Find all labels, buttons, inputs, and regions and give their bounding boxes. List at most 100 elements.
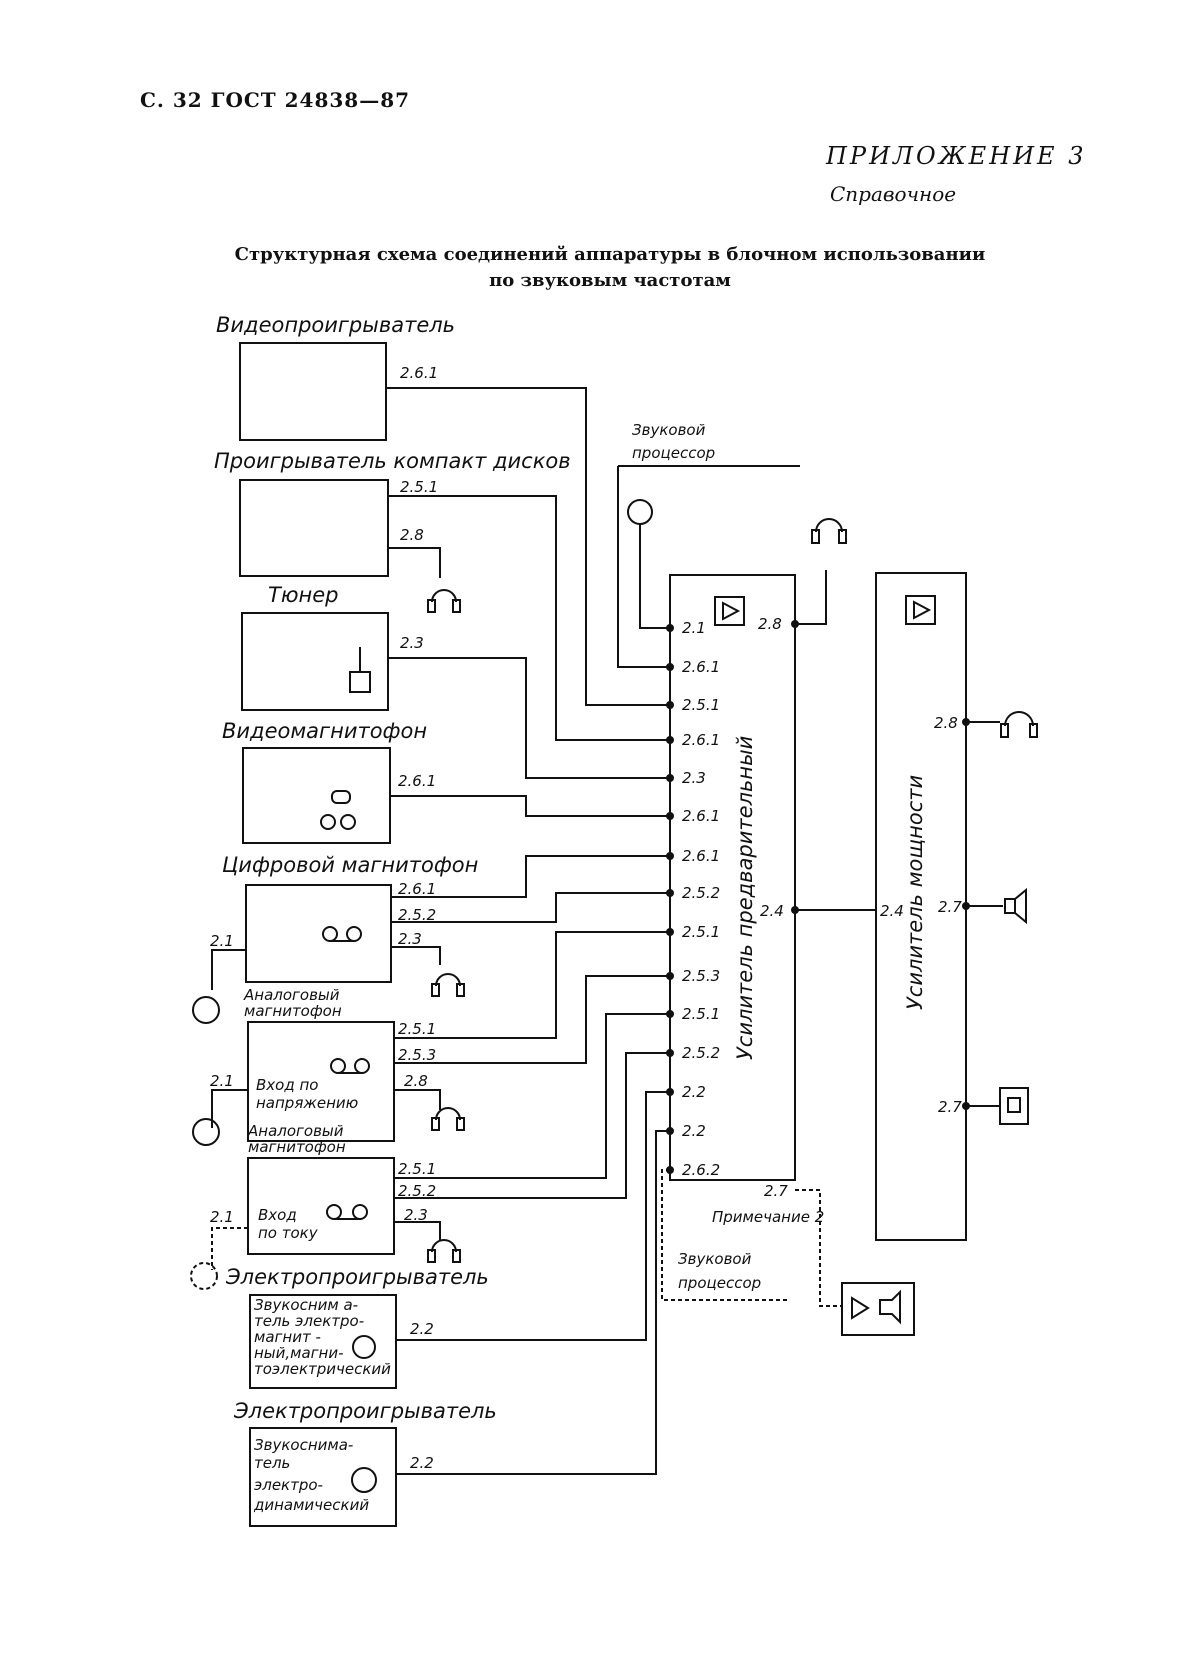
wire-processor-top	[617, 466, 670, 668]
label-current-input-line2: по току	[258, 1224, 319, 1242]
label-cd-player: Проигрыватель компакт дисков	[214, 449, 571, 473]
wire-analog2-1	[394, 1013, 670, 1179]
analog-1-cassette-icon	[330, 1058, 370, 1074]
microphone-icon-digital	[192, 996, 220, 1024]
power-out-phones: 2.8	[934, 714, 958, 732]
power-in: 2.4	[880, 902, 904, 920]
label-preamp: Усилитель предварительный	[733, 736, 757, 1060]
appendix-title: ПРИЛОЖЕНИЕ 3	[826, 142, 1087, 170]
label-analog-recorder-2-line1: Аналоговый	[247, 1122, 344, 1140]
wire-analog2-2	[394, 1052, 670, 1199]
preamp-in-9: 2.5.1	[682, 923, 720, 941]
out-video-player: 2.6.1	[400, 364, 438, 382]
appendix-subtitle: Справочное	[830, 182, 957, 206]
out-pickup2: 2.2	[410, 1454, 434, 1472]
label-pickup-magnetic-1: Звукосним а-	[254, 1296, 358, 1314]
out-digital-2: 2.5.2	[398, 906, 436, 924]
wire-analog1-mic	[211, 1089, 248, 1128]
pickup-magnetic-box	[249, 1294, 397, 1389]
vcr-cassette-icon	[320, 790, 356, 830]
preamp-in-12: 2.5.2	[682, 1044, 720, 1062]
speaker-box-icon	[999, 1087, 1029, 1125]
out-digital-1: 2.6.1	[398, 880, 436, 898]
out-analog2-3: 2.3	[404, 1206, 428, 1224]
out-cd-phones: 2.8	[400, 526, 424, 544]
wire-preamp-phones	[795, 570, 827, 625]
label-tuner: Тюнер	[268, 583, 339, 607]
wire-digital-mic	[211, 949, 246, 990]
analog-recorder-2-box	[247, 1157, 395, 1255]
preamp-in-8: 2.5.2	[682, 884, 720, 902]
wire-digital-2	[391, 892, 670, 923]
preamp-amp-icon	[714, 596, 745, 626]
wire-cd-player	[388, 495, 670, 741]
preamp-in-5: 2.3	[682, 769, 706, 787]
headphones-icon-analog2	[427, 1239, 461, 1263]
preamp-in-2: 2.6.1	[682, 658, 720, 676]
wire-analog1-phones	[394, 1089, 441, 1110]
out-pickup1: 2.2	[410, 1320, 434, 1338]
out-analog1-3: 2.8	[404, 1072, 428, 1090]
speaker-icon	[1004, 887, 1027, 925]
pickup-dynamic-icon	[351, 1467, 377, 1493]
label-pickup-dynamic-3: электро-	[254, 1476, 323, 1494]
preamp-in-4: 2.6.1	[682, 731, 720, 749]
out-analog1-1: 2.5.1	[398, 1020, 436, 1038]
label-processor-top-2: процессор	[632, 444, 715, 462]
recorder-aux-icon	[841, 1282, 915, 1336]
preamp-in-3: 2.5.1	[682, 696, 720, 714]
cd-player-box	[239, 479, 389, 577]
label-pickup-dynamic-4: динамический	[253, 1496, 369, 1514]
pickup-magnetic-icon	[352, 1335, 376, 1359]
headphones-icon-digital	[431, 973, 465, 997]
label-pickup-magnetic-4: ный,магни-	[254, 1344, 344, 1362]
video-player-box	[239, 342, 387, 441]
label-vcr: Видеомагнитофон	[222, 719, 427, 743]
label-processor-bottom-1: Звуковой	[678, 1250, 752, 1268]
out-analog1-2: 2.5.3	[398, 1046, 436, 1064]
wire-digital-phones	[391, 946, 441, 965]
wire-video-player	[386, 387, 670, 706]
label-pickup-magnetic-3: магнит -	[254, 1328, 321, 1346]
preamp-in-14: 2.2	[682, 1122, 706, 1140]
headphones-icon-preamp	[811, 518, 847, 544]
out-cd-audio: 2.5.1	[400, 478, 438, 496]
headphones-icon-power	[1000, 711, 1038, 738]
page-header: С. 32 ГОСТ 24838—87	[140, 88, 411, 112]
pickup-dynamic-box	[249, 1427, 397, 1527]
out-analog2-2: 2.5.2	[398, 1182, 436, 1200]
antenna-icon	[349, 647, 371, 693]
preamp-in-11: 2.5.1	[682, 1005, 720, 1023]
wire-analog1-1	[394, 931, 670, 1039]
microphone-icon-analog2	[190, 1262, 218, 1290]
wire-analog2-mic	[211, 1227, 248, 1270]
power-out-speaker: 2.7	[938, 898, 962, 916]
analog-recorder-1-box	[247, 1021, 395, 1142]
microphone-icon-analog1	[192, 1118, 220, 1146]
out-analog1-mic: 2.1	[210, 1072, 234, 1090]
wire-digital-1	[391, 855, 670, 898]
preamp-in-6: 2.6.1	[682, 807, 720, 825]
diagram-title-line1: Структурная схема соединений аппаратуры …	[234, 244, 986, 265]
label-current-input-line1: Вход	[258, 1206, 297, 1224]
label-voltage-input-line1: Вход по	[256, 1076, 318, 1094]
label-turntable-1: Электропроигрыватель	[225, 1265, 489, 1289]
label-processor-bottom-2: процессор	[678, 1274, 761, 1292]
preamp-in-15: 2.6.2	[682, 1161, 720, 1179]
label-pickup-dynamic-1: Звукоснима-	[254, 1436, 353, 1454]
out-analog2-mic: 2.1	[210, 1208, 234, 1226]
wire-processor-mic	[639, 524, 670, 629]
preamp-in-10: 2.5.3	[682, 967, 720, 985]
label-power-amp: Усилитель мощности	[903, 775, 927, 1010]
analog-2-cassette-icon	[326, 1204, 368, 1220]
label-digital-recorder: Цифровой магнитофон	[222, 853, 478, 877]
label-note: Примечание 2	[712, 1208, 824, 1226]
processor-top-mic-icon	[627, 499, 653, 525]
preamp-in-7: 2.6.1	[682, 847, 720, 865]
tuner-box	[241, 612, 389, 711]
headphones-icon-cd	[427, 589, 461, 613]
preamp-in-1: 2.1	[682, 619, 706, 637]
label-analog-recorder-2-line2: магнитофон	[248, 1138, 346, 1156]
preamp-out-main: 2.4	[760, 902, 784, 920]
